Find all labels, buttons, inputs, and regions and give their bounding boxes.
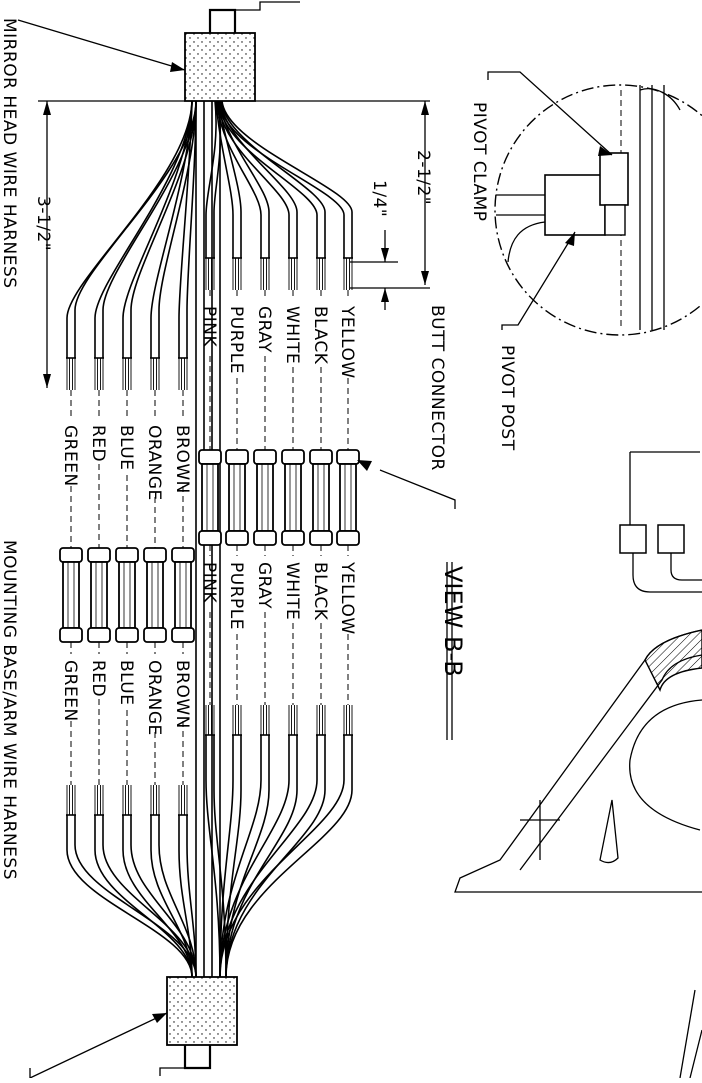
wire-red-upper: [94, 100, 197, 359]
wire-label-black-lower: BLACK: [310, 562, 330, 621]
view-title: VIEW B-B: [439, 566, 467, 677]
wire-green-lower: [66, 814, 197, 978]
strands-purple-upper: [232, 258, 242, 290]
butt-connector-gray: [253, 449, 277, 546]
dimension-head: [255, 100, 430, 285]
wire-gray-lower: [219, 734, 270, 978]
dimension-strip: [350, 230, 430, 310]
wire-label-orange-lower: ORANGE: [144, 660, 164, 736]
wire-label-pink-upper: PINK: [199, 306, 219, 347]
wire-white-lower: [219, 734, 298, 978]
strands-pink-lower: [205, 705, 215, 735]
wire-label-blue-lower: BLUE: [116, 660, 136, 705]
wire-blue-lower: [122, 814, 197, 978]
wire-label-white-upper: WHITE: [282, 306, 302, 364]
strands-gray-lower: [260, 705, 270, 735]
leaders: [17, 19, 456, 1079]
butt-connector-orange: [143, 547, 167, 643]
wire-label-red-lower: RED: [88, 660, 108, 697]
wire-label-brown-lower: BROWN: [172, 660, 192, 729]
mirror-head-label: MIRROR HEAD WIRE HARNESS: [0, 18, 19, 289]
pivot-detail: [487, 71, 702, 336]
strands-orange-upper: [150, 358, 160, 390]
wire-black-lower: [219, 734, 326, 978]
wire-label-green-lower: GREEN: [60, 660, 80, 722]
butt-connector-purple: [225, 449, 249, 546]
strands-brown-lower: [178, 785, 188, 815]
strands-gray-upper: [260, 258, 270, 290]
butt-connector-pink: [198, 449, 222, 546]
wire-label-purple-upper: PURPLE: [226, 306, 246, 374]
wire-pink-upper: [205, 100, 222, 259]
wire-label-black-upper: BLACK: [310, 306, 330, 365]
strands-green-lower: [66, 785, 76, 815]
strands-yellow-lower: [343, 705, 353, 735]
bottom-grommet: [159, 976, 238, 1076]
strands-blue-upper: [122, 358, 132, 390]
strands-black-lower: [316, 705, 326, 735]
wire-label-yellow-upper: YELLOW: [337, 305, 357, 379]
wire-label-gray-lower: GRAY: [254, 562, 274, 609]
wire-purple-upper: [215, 100, 242, 259]
wire-blue-upper: [122, 100, 197, 359]
strands-brown-upper: [178, 358, 188, 390]
strands-red-upper: [94, 358, 104, 390]
strands-orange-lower: [150, 785, 160, 815]
butt-connector-black: [309, 449, 333, 546]
wire-gray-upper: [216, 100, 270, 259]
strands-blue-lower: [122, 785, 132, 815]
butt-connector-blue: [115, 547, 139, 643]
butt-connector-white: [281, 449, 305, 546]
wire-label-brown-upper: BROWN: [172, 425, 192, 494]
pivot-clamp-label: PIVOT CLAMP: [469, 102, 489, 222]
strands-purple-lower: [232, 705, 242, 735]
wire-pink-lower: [205, 734, 227, 978]
wire-label-gray-upper: GRAY: [254, 306, 274, 353]
dimension-overall: [38, 100, 185, 388]
wire-green-upper: [66, 100, 197, 359]
butt-connector-label: BUTT CONNECTOR: [427, 305, 447, 471]
butt-connector-green: [59, 547, 83, 643]
butt-connector-yellow: [336, 449, 360, 546]
wire-label-pink-lower: PINK: [199, 562, 219, 603]
strands-white-lower: [288, 705, 298, 735]
mounting-base-label: MOUNTING BASE/ARM WIRE HARNESS: [0, 540, 19, 880]
wire-orange-lower: [150, 814, 197, 978]
arm-sketch: [454, 451, 702, 1079]
dimension-overall-label: 3-1/2": [33, 196, 53, 251]
strands-yellow-upper: [343, 258, 353, 290]
strands-white-upper: [288, 258, 298, 290]
dimension-head-label: 2-1/2": [413, 150, 433, 205]
pivot-post-label: PIVOT POST: [497, 345, 517, 451]
wire-label-red-upper: RED: [88, 425, 108, 462]
dimension-strip-label: 1/4": [369, 180, 389, 217]
wire-label-blue-upper: BLUE: [116, 425, 136, 470]
harness-wires: YELLOW YELLOW BLACK BLACK WHITE WHITE GRAY GRAY…: [59, 100, 360, 978]
butt-connector-red: [87, 547, 111, 643]
wire-yellow-upper: [219, 100, 353, 259]
butt-connector-brown: [171, 547, 195, 643]
top-grommet: [184, 1, 300, 102]
strands-black-upper: [316, 258, 326, 290]
wire-label-purple-lower: PURPLE: [226, 562, 246, 630]
strands-red-lower: [94, 785, 104, 815]
wire-label-green-upper: GREEN: [60, 425, 80, 487]
wire-label-yellow-lower: YELLOW: [337, 561, 357, 635]
wire-label-orange-upper: ORANGE: [144, 425, 164, 501]
wire-purple-lower: [219, 734, 242, 978]
strands-pink-upper: [205, 258, 215, 290]
wire-red-lower: [94, 814, 197, 978]
wire-label-white-lower: WHITE: [282, 562, 302, 620]
strands-green-upper: [66, 358, 76, 390]
